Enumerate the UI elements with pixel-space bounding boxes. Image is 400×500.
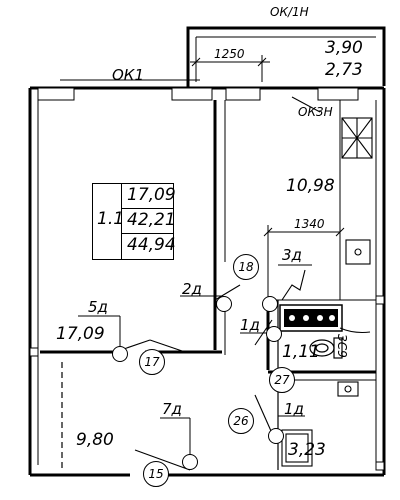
marker-18: 18 xyxy=(233,254,259,280)
window-openings xyxy=(37,79,359,113)
door-label-1a: 1д xyxy=(240,316,260,334)
washbasin xyxy=(337,381,359,397)
living-room-area: 17,09 xyxy=(56,324,105,344)
apartment-total-with-balcony: 44,94 xyxy=(127,235,176,255)
balcony-area-1: 3,90 xyxy=(325,38,363,58)
door-label-1b: 1д xyxy=(284,400,304,418)
door-hinge-icon xyxy=(216,296,232,312)
door-hinge-icon xyxy=(262,296,278,312)
window-label-balcony: ОК/1Н xyxy=(270,5,309,19)
utility-shaft xyxy=(279,304,371,333)
door-label-5: 5д xyxy=(88,298,108,316)
dimension-label-kitchen: 1340 xyxy=(294,217,325,231)
toilet xyxy=(309,337,343,359)
door-label-2: 2д xyxy=(182,280,202,298)
bath-area: 3,23 xyxy=(288,440,326,460)
hall-area: 9,80 xyxy=(76,430,114,450)
door-hinge-icon xyxy=(112,346,128,362)
outer-walls xyxy=(28,86,386,477)
utility-label: ЗС9 xyxy=(335,334,349,358)
apartment-code: 1.1 xyxy=(97,209,125,229)
door-label-3: 3д xyxy=(282,246,302,264)
apartment-total-area: 42,21 xyxy=(127,210,176,230)
dimension-label-balcony: 1250 xyxy=(214,47,245,61)
window-label-ok3n: ОК3Н xyxy=(298,105,333,119)
stove xyxy=(341,117,373,159)
kitchen-area: 10,98 xyxy=(286,176,335,196)
marker-27: 27 xyxy=(269,367,295,393)
kitchen-sink xyxy=(345,239,371,265)
apartment-living-area: 17,09 xyxy=(127,185,176,205)
balcony-area-2: 2,73 xyxy=(325,60,363,80)
interior-walls xyxy=(40,100,376,470)
door-hinge-icon xyxy=(266,326,282,342)
wc-area: 1,11 xyxy=(282,342,320,362)
dimension-line-kitchen xyxy=(263,225,345,300)
marker-17: 17 xyxy=(139,349,165,375)
door-hinge-icon xyxy=(182,454,198,470)
marker-26: 26 xyxy=(228,408,254,434)
marker-15: 15 xyxy=(143,461,169,487)
wall-symbols xyxy=(29,295,385,471)
door-label-7: 7д xyxy=(162,400,182,418)
dimension-line-balcony xyxy=(190,55,270,82)
apartment-summary-box: 1.1 17,09 42,21 44,94 xyxy=(92,183,176,260)
window-label-ok1: ОК1 xyxy=(112,66,144,84)
door-hinge-icon xyxy=(268,428,284,444)
bathtub xyxy=(281,429,313,467)
